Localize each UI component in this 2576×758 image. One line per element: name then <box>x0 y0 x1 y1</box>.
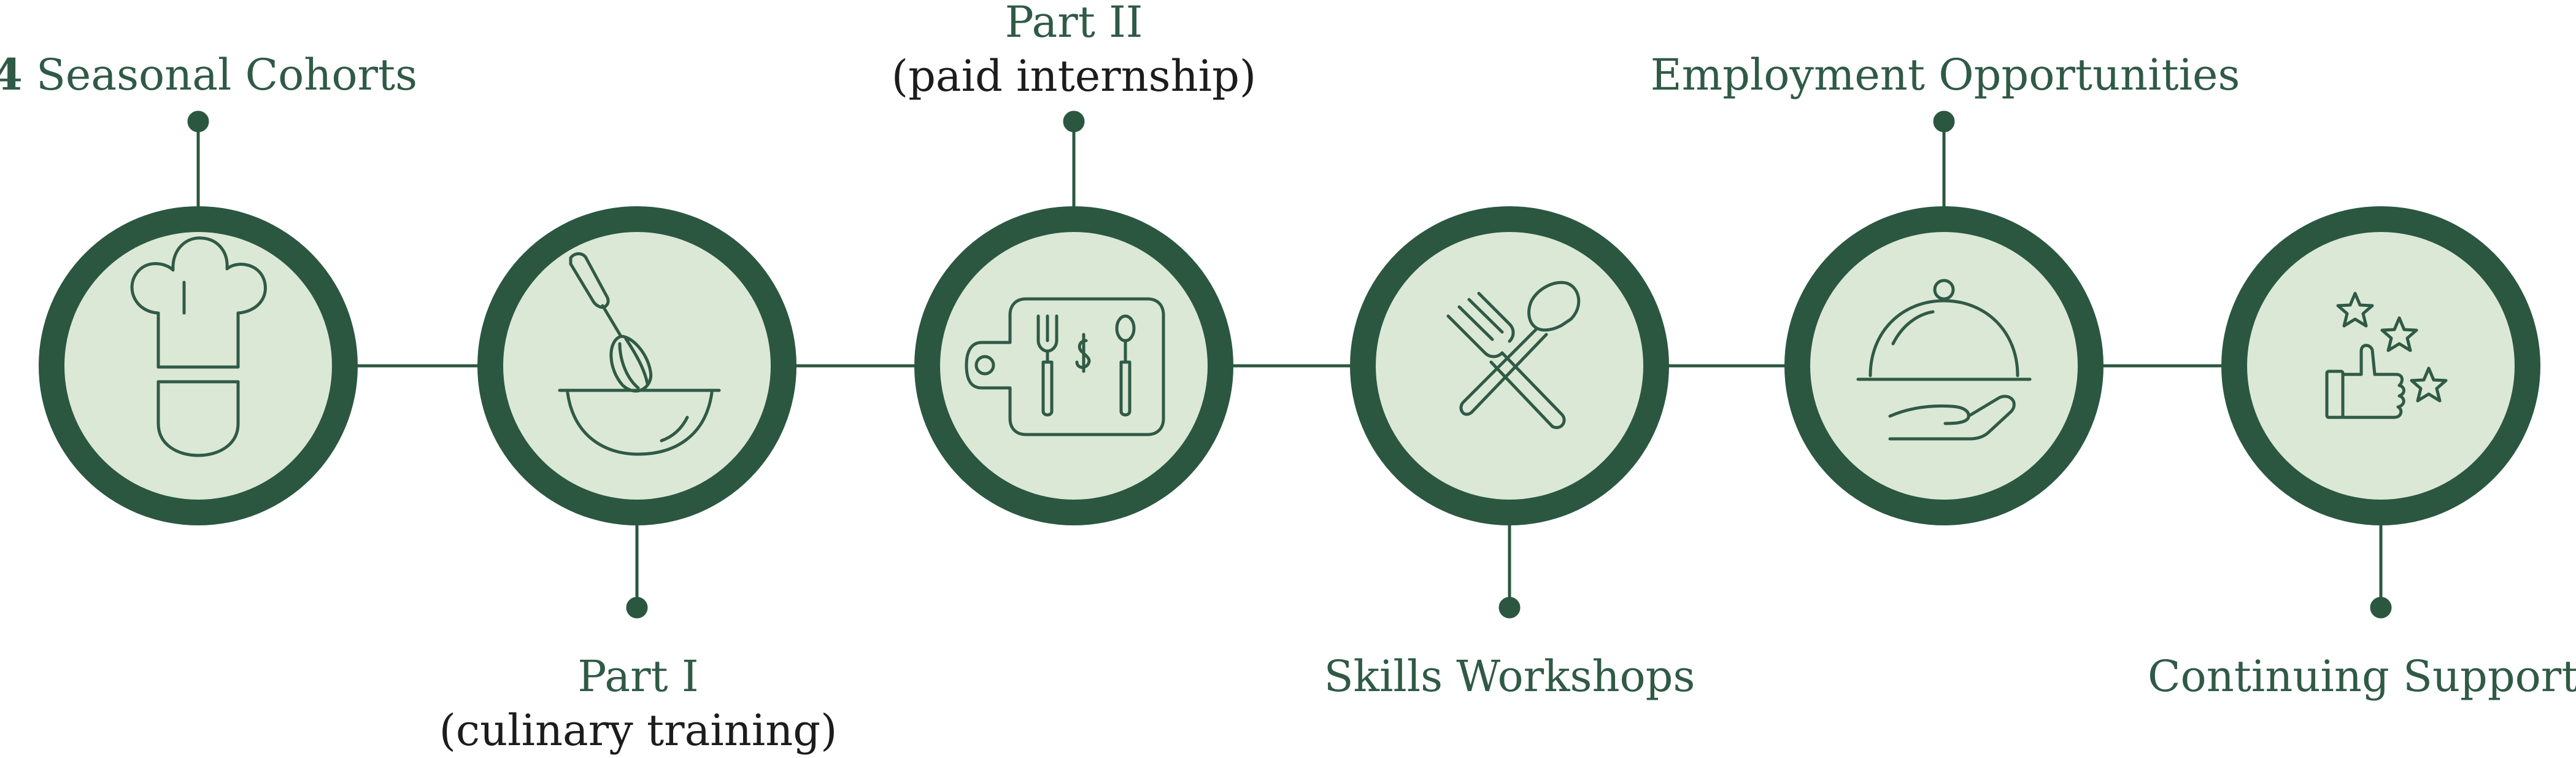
cohort-count: 4 <box>0 49 23 100</box>
step-circle-6 <box>2221 206 2540 525</box>
skills-workshops-title: Skills Workshops <box>1324 651 1695 702</box>
continuing-support-title: Continuing Support <box>2148 651 2576 702</box>
part-i-title: Part I <box>577 651 699 702</box>
thumbs-up-stars-icon <box>2325 292 2448 419</box>
chef-hat-icon <box>130 236 267 457</box>
label-dot <box>1498 597 1521 619</box>
step-circle-2 <box>477 206 796 525</box>
step-circle-3 <box>914 206 1233 525</box>
fork-spoon-icon <box>1446 280 1581 430</box>
label-dot <box>1063 110 1085 133</box>
step-label-part-i: Part I (culinary training) <box>368 649 908 757</box>
step-label-4-seasonal-cohorts: 4 Seasonal Cohorts <box>0 48 417 102</box>
step-label-skills-workshops: Skills Workshops <box>1252 649 1767 703</box>
cohort-label-text: Seasonal Cohorts <box>22 50 418 100</box>
label-dot <box>626 597 648 619</box>
label-dot <box>1933 110 1955 133</box>
step-label-employment-opportunities: Employment Opportunities <box>1608 48 2283 102</box>
cloche-hand-icon <box>1856 279 2032 441</box>
employment-title: Employment Opportunities <box>1650 50 2240 100</box>
cutting-board-icon <box>965 297 1165 436</box>
whisk-bowl-icon <box>558 252 721 456</box>
part-ii-subtitle: (paid internship) <box>891 51 1257 101</box>
step-label-continuing-support: Continuing Support <box>2148 649 2576 703</box>
step-circle-4 <box>1350 206 1669 525</box>
step-label-part-ii: Part II (paid internship) <box>816 0 1332 103</box>
label-dot <box>2370 597 2392 619</box>
part-ii-title: Part II <box>1005 0 1143 47</box>
step-circle-5 <box>1784 206 2104 525</box>
part-i-subtitle: (culinary training) <box>439 705 838 756</box>
label-dot <box>187 110 209 133</box>
